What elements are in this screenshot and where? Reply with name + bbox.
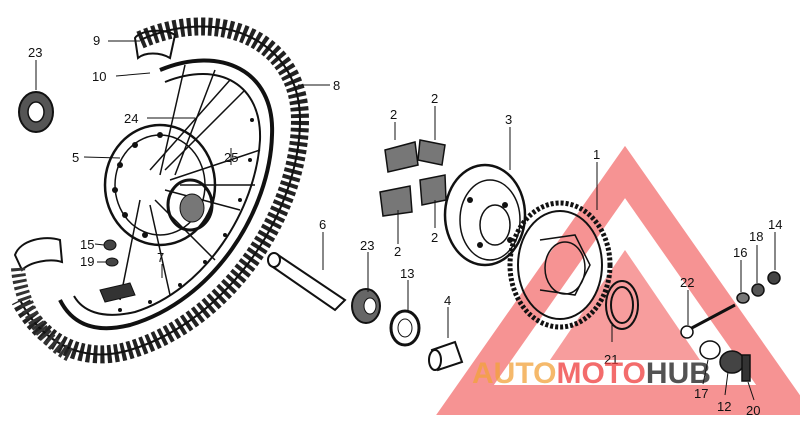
callout-16-washer: 16 xyxy=(733,245,747,260)
callout-12-nut: 12 xyxy=(717,399,731,414)
axle-sleeve xyxy=(267,252,347,312)
bearing-center xyxy=(351,288,381,324)
callout-23-bearing-center: 23 xyxy=(360,238,374,253)
wheel-dampers xyxy=(379,139,447,217)
callout-23-bearing: 23 xyxy=(28,45,42,60)
sprocket-flange xyxy=(443,163,527,267)
watermark-auto: AUTO xyxy=(472,357,556,390)
callout-3-flange: 3 xyxy=(505,112,512,127)
valve-parts xyxy=(99,239,136,303)
collar xyxy=(428,340,464,372)
callout-6-axle-sleeve: 6 xyxy=(319,217,326,232)
callout-17-washer: 17 xyxy=(694,386,708,401)
callout-18-washer: 18 xyxy=(749,229,763,244)
callout-8-tire: 8 xyxy=(333,78,340,93)
lock-plate xyxy=(605,280,639,330)
callout-9-tube: 9 xyxy=(93,33,100,48)
right-hardware xyxy=(680,271,781,382)
svg-text:AUTOMOTOHUB: AUTOMOTOHUB xyxy=(472,357,711,390)
callout-4-collar: 4 xyxy=(444,293,451,308)
callout-13-oil-seal: 13 xyxy=(400,266,414,281)
callout-7-rim: 7 xyxy=(157,250,164,265)
callout-10-rim-band: 10 xyxy=(92,69,106,84)
callout-14-nut: 14 xyxy=(768,217,782,232)
callout-labels: 23 9 10 8 24 5 25 15 19 7 6 23 13 4 2 2 … xyxy=(28,33,782,418)
watermark-text: AUTOMOTOHUB xyxy=(472,357,711,390)
callout-1-sprocket: 1 xyxy=(593,147,600,162)
callout-2-damper-c: 2 xyxy=(394,244,401,259)
callout-15-nut: 15 xyxy=(80,237,94,252)
driven-sprocket xyxy=(507,200,613,330)
oil-seal xyxy=(389,309,421,347)
callout-2-damper-a: 2 xyxy=(390,107,397,122)
callout-2-damper-b: 2 xyxy=(431,91,438,106)
watermark-logo-icon xyxy=(436,145,800,415)
callout-19-nut: 19 xyxy=(80,254,94,269)
callout-21-lock-plate: 21 xyxy=(604,352,618,367)
callout-22-adjuster: 22 xyxy=(680,275,694,290)
callout-20-bolt: 20 xyxy=(746,403,760,418)
hub-and-spokes xyxy=(103,64,261,301)
callout-2-damper-d: 2 xyxy=(431,230,438,245)
callout-5-hub: 5 xyxy=(72,150,79,165)
callout-25-spoke: 25 xyxy=(224,150,238,165)
tire-and-rim xyxy=(11,17,310,364)
watermark-moto: MOTO xyxy=(556,357,645,390)
leader-lines xyxy=(35,40,776,401)
callout-24-spoke: 24 xyxy=(124,111,138,126)
watermark-hub: HUB xyxy=(646,357,711,390)
bearing-left xyxy=(18,91,54,133)
